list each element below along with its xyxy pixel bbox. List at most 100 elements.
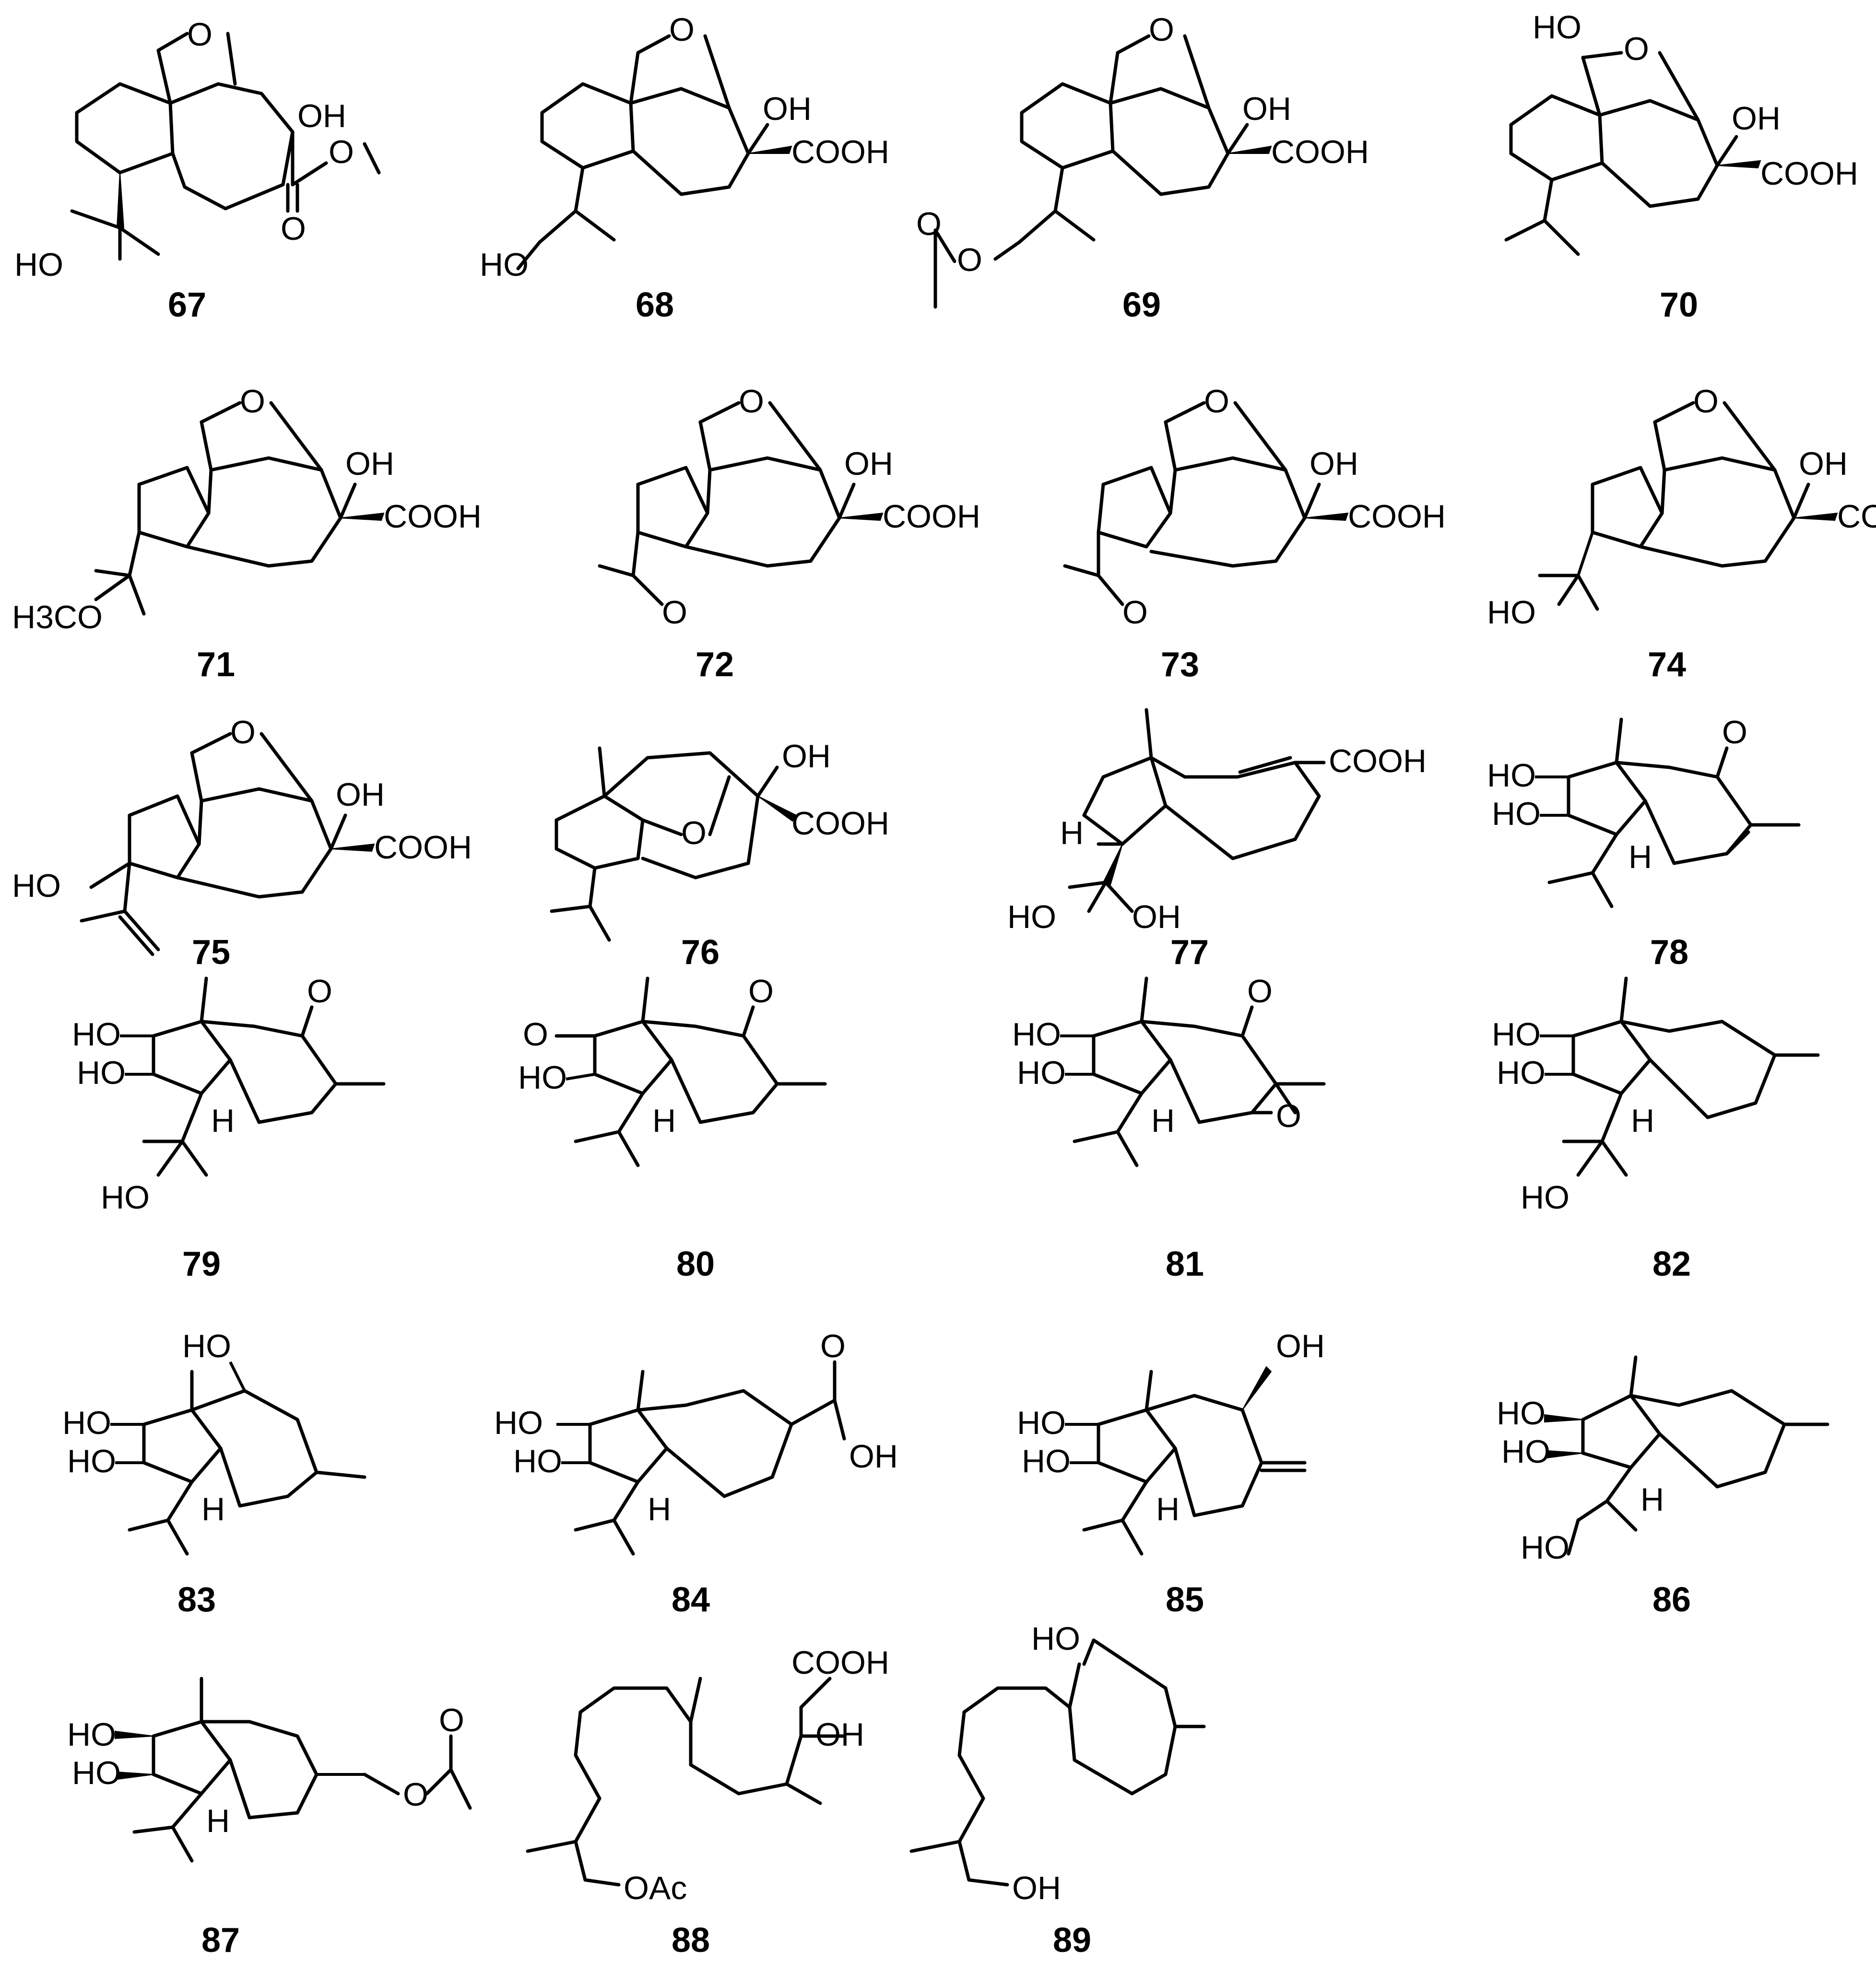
compound-number-83: 83 — [177, 1581, 216, 1619]
label-67-1: O — [187, 16, 212, 53]
label-87-2: H — [206, 1803, 230, 1839]
label-72-1: OH — [844, 446, 893, 482]
structure-82: HO HO H HO 82 — [1492, 976, 1820, 1283]
label-84-1: HO — [494, 1405, 543, 1441]
label-82-0: HO — [1492, 1016, 1541, 1053]
label-80-1: O — [523, 1016, 548, 1053]
compound-number-67: 67 — [168, 286, 206, 324]
structure-69: O OH COOH O O 69 — [916, 12, 1369, 324]
compound-number-80: 80 — [676, 1245, 715, 1283]
label-69-1: OH — [1242, 91, 1291, 127]
label-70-1: O — [1624, 31, 1649, 67]
label-77-3: OH — [1132, 899, 1181, 935]
label-85-0: OH — [1276, 1328, 1325, 1364]
label-87-4: O — [439, 1702, 464, 1738]
compound-number-74: 74 — [1648, 646, 1686, 684]
structure-79: O HO HO H HO 79 — [72, 973, 386, 1283]
label-82-3: HO — [1521, 1179, 1569, 1216]
label-82-2: H — [1631, 1103, 1654, 1139]
label-86-3: HO — [1521, 1529, 1569, 1566]
label-77-2: HO — [1007, 899, 1056, 935]
compound-number-77: 77 — [1170, 933, 1209, 972]
compound-number-70: 70 — [1660, 286, 1698, 324]
compound-number-68: 68 — [636, 286, 674, 324]
structure-68: O OH COOH HO 68 — [480, 12, 889, 324]
label-74-2: COOH — [1837, 498, 1876, 535]
structure-88: COOH OH OAc 88 — [526, 1644, 889, 1960]
label-86-1: HO — [1501, 1433, 1550, 1470]
structure-75: O OH COOH HO 75 — [12, 714, 472, 972]
label-81-0: O — [1247, 973, 1273, 1010]
label-69-3: O — [957, 242, 982, 278]
label-74-3: HO — [1487, 594, 1536, 631]
structure-89: HO OH 89 — [909, 1620, 1206, 1960]
label-77-1: H — [1060, 815, 1084, 851]
label-67-3: O — [281, 211, 306, 247]
structure-81: O HO HO H O 81 — [1012, 973, 1326, 1283]
label-68-1: OH — [763, 91, 812, 127]
label-72-2: COOH — [883, 498, 980, 535]
label-85-2: HO — [1022, 1443, 1071, 1480]
label-83-2: HO — [67, 1443, 116, 1480]
label-69-0: O — [1149, 12, 1174, 48]
compound-number-75: 75 — [192, 933, 230, 972]
label-75-3: HO — [12, 868, 61, 904]
label-87-1: HO — [72, 1755, 121, 1791]
structure-83: HO HO HO H 83 — [62, 1328, 366, 1619]
compound-number-71: 71 — [197, 646, 235, 684]
label-87-0: HO — [67, 1716, 116, 1753]
label-88-2: OAc — [624, 1870, 687, 1906]
label-84-0: O — [820, 1328, 846, 1364]
label-80-2: HO — [518, 1059, 567, 1096]
label-77-0: COOH — [1329, 743, 1427, 779]
label-67-2: O — [329, 134, 354, 170]
label-69-2: COOH — [1271, 134, 1369, 170]
label-84-2: HO — [513, 1443, 562, 1480]
structure-78: O HO HO H 78 — [1487, 714, 1801, 972]
label-67-4: HO — [14, 247, 63, 283]
label-80-0: O — [748, 973, 774, 1010]
compound-number-73: 73 — [1161, 646, 1199, 684]
structure-72: O OH COOH O 72 — [598, 383, 980, 684]
compound-number-72: 72 — [696, 646, 734, 684]
label-74-0: O — [1693, 383, 1719, 420]
label-75-0: O — [230, 714, 256, 751]
label-69-4: O — [916, 206, 942, 242]
label-73-2: COOH — [1348, 498, 1446, 535]
structure-86: HO HO H HO 86 — [1497, 1355, 1829, 1619]
structure-77: COOH H HO OH 77 — [1007, 708, 1427, 972]
label-70-3: COOH — [1760, 155, 1858, 192]
label-74-1: OH — [1799, 446, 1848, 482]
structure-73: O OH COOH O 73 — [1063, 383, 1446, 684]
compound-number-78: 78 — [1650, 933, 1688, 972]
label-79-3: H — [211, 1103, 235, 1139]
label-72-3: O — [662, 594, 687, 631]
label-79-0: O — [307, 973, 332, 1010]
label-76-0: OH — [782, 738, 831, 775]
label-73-1: OH — [1310, 446, 1358, 482]
label-67-0: OH — [297, 98, 346, 134]
label-85-3: H — [1156, 1491, 1180, 1527]
label-70-2: OH — [1732, 100, 1781, 137]
label-71-0: O — [240, 383, 265, 420]
label-81-4: O — [1276, 1098, 1301, 1134]
label-78-1: HO — [1487, 757, 1536, 794]
label-68-0: O — [669, 12, 695, 48]
label-68-2: COOH — [791, 134, 889, 170]
label-87-3: O — [403, 1776, 428, 1813]
structure-84: O HO HO H OH 84 — [494, 1328, 898, 1619]
label-86-0: HO — [1497, 1395, 1546, 1432]
label-84-3: H — [648, 1491, 671, 1527]
label-79-1: HO — [72, 1016, 121, 1053]
label-73-0: O — [1204, 383, 1229, 420]
label-80-3: H — [652, 1103, 676, 1139]
label-73-3: O — [1122, 594, 1148, 631]
compound-number-88: 88 — [672, 1921, 710, 1960]
label-75-1: OH — [336, 776, 385, 813]
structure-74: O OH COOH HO 74 — [1487, 383, 1876, 684]
structure-67: OH O O O HO 67 — [14, 16, 381, 324]
label-70-0: HO — [1533, 9, 1581, 46]
label-71-1: OH — [345, 446, 394, 482]
compound-number-89: 89 — [1053, 1921, 1091, 1960]
